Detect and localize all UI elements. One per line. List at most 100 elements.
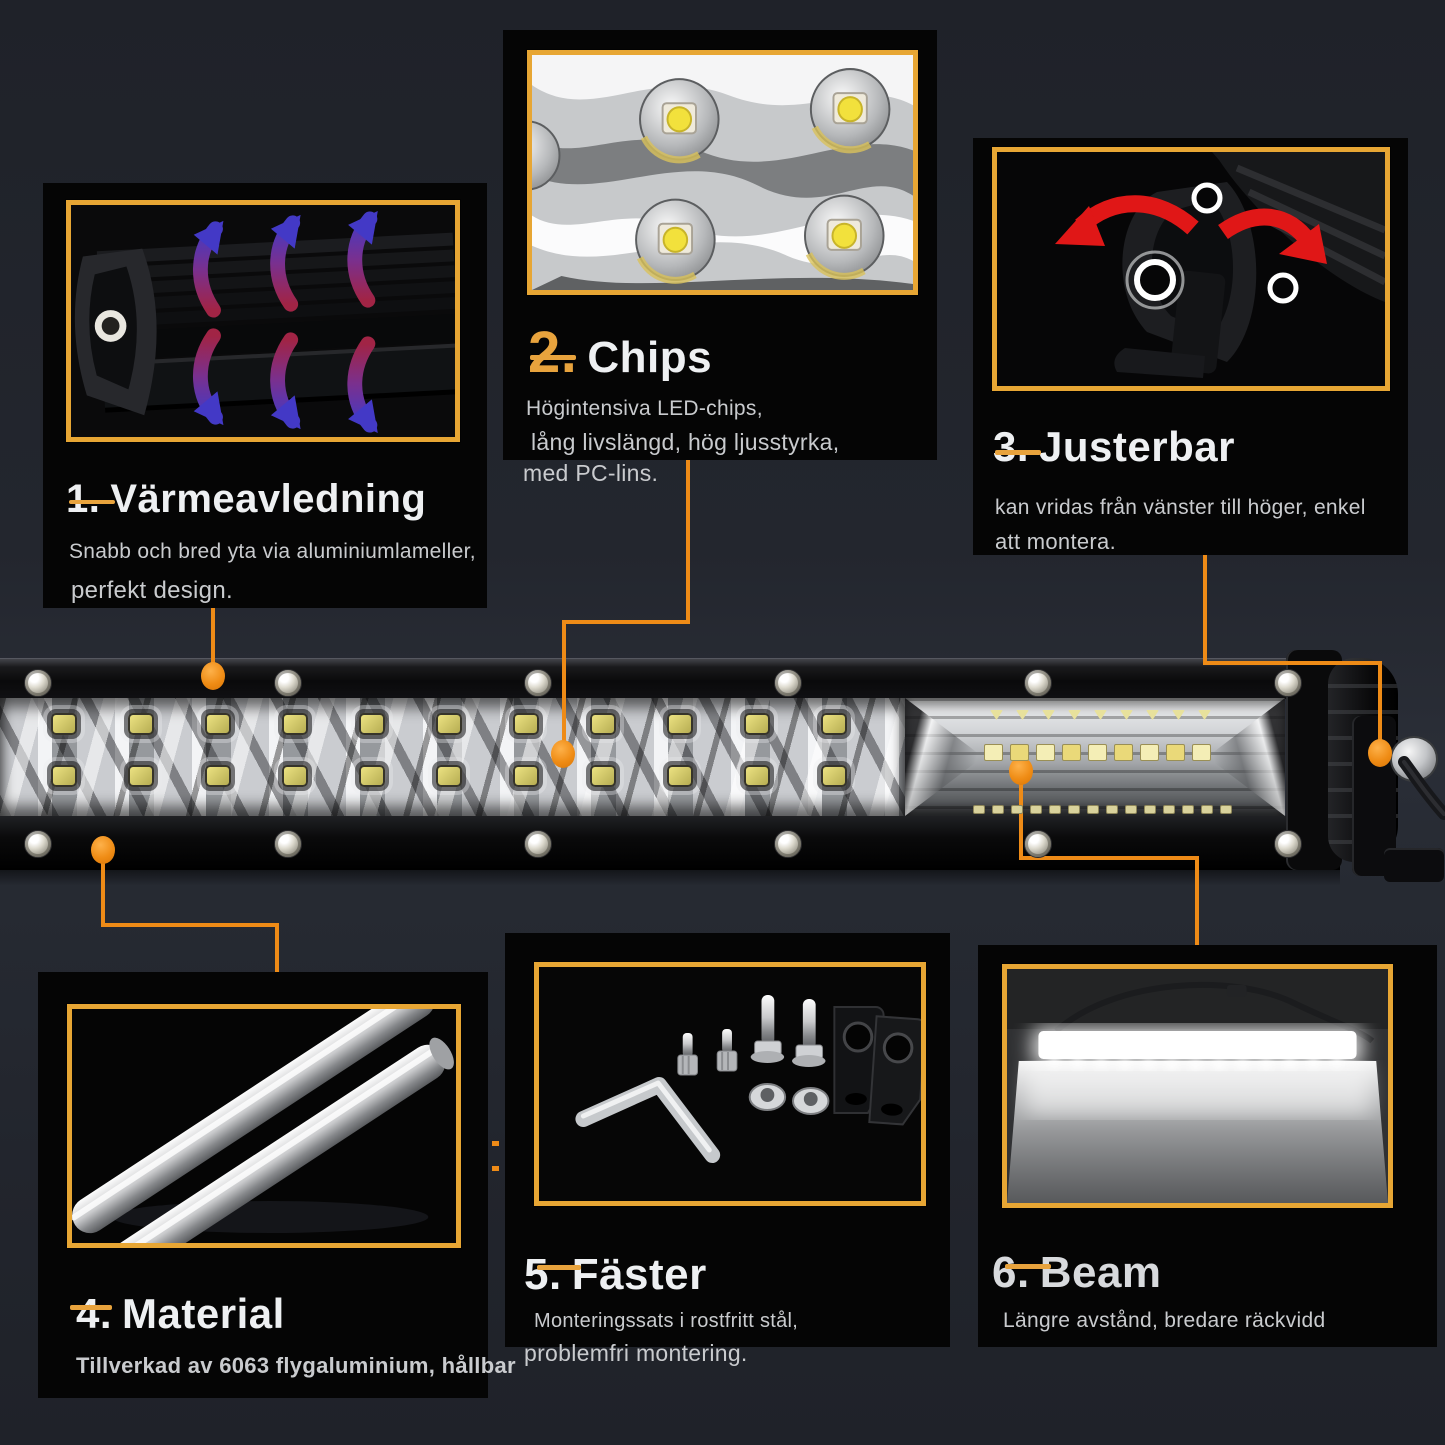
smd-chip-top	[1042, 710, 1055, 720]
smd-chip-top	[1120, 710, 1133, 720]
aluminium-bars-image	[72, 1009, 456, 1243]
frame-screw	[24, 669, 52, 697]
led-chip	[821, 713, 847, 735]
feature-panel-beam: 6. Beam Längre avstånd, bredare räckvidd	[978, 945, 1437, 1347]
connector-line-6c	[1195, 856, 1199, 958]
led-chip	[128, 765, 154, 787]
connector-line-4c	[275, 923, 279, 1009]
smd-chip-bottom	[1163, 805, 1175, 814]
callout-dot-6	[1009, 757, 1033, 785]
panel-number: 5.	[524, 1249, 562, 1299]
panel-title-text: Beam	[1039, 1247, 1162, 1297]
panel-title: 3. Justerbar	[993, 423, 1235, 471]
led-chip	[744, 713, 770, 735]
lightbar-shadow	[0, 870, 1340, 886]
smd-chip-top	[1198, 710, 1211, 720]
led-chip	[590, 765, 616, 787]
power-wire	[1398, 756, 1445, 820]
frame-screw	[1024, 830, 1052, 858]
dashed-connector-top	[466, 1141, 528, 1146]
smd-chip	[1062, 744, 1081, 761]
panel-body-line: Längre avstånd, bredare räckvidd	[1003, 1309, 1326, 1332]
panel-title: 1. Värmeavledning	[66, 477, 426, 522]
panel-body-line: Tillverkad av 6063 flygaluminium, hållba…	[76, 1353, 516, 1378]
led-chip	[513, 765, 539, 787]
dashed-connector-bottom	[466, 1166, 528, 1171]
panel-title-text: Justerbar	[1039, 422, 1235, 470]
frame-screw	[1274, 669, 1302, 697]
led-chip	[51, 765, 77, 787]
adjustable-image-frame	[992, 147, 1390, 391]
panel-number: 6.	[992, 1247, 1030, 1297]
feature-panel-adjustable: 3. Justerbar kan vridas från vänster til…	[973, 138, 1408, 555]
connector-line-6b	[1019, 856, 1199, 860]
mounting-bracket-foot	[1384, 848, 1444, 882]
gold-underline	[995, 450, 1041, 455]
frame-screw	[524, 669, 552, 697]
led-chip	[282, 713, 308, 735]
frame-screw	[24, 830, 52, 858]
smd-chip-bottom	[1106, 805, 1118, 814]
light-beam-image	[1007, 969, 1388, 1203]
panel-number: 2.	[528, 319, 578, 385]
connector-line-2b	[562, 620, 690, 624]
led-chip	[51, 713, 77, 735]
gold-underline	[70, 1305, 112, 1310]
smd-chip-bottom	[1030, 805, 1042, 814]
led-chip	[359, 713, 385, 735]
panel-number: 1.	[66, 477, 100, 522]
smd-chip-top	[1146, 710, 1159, 720]
smd-chip-bottom	[992, 805, 1004, 814]
smd-chip	[1166, 744, 1185, 761]
connector-line-6a	[1019, 778, 1023, 860]
smd-chip-top	[1094, 710, 1107, 720]
panel-body-line: med PC-lins.	[523, 460, 659, 486]
led-chip	[205, 765, 231, 787]
smd-chip	[1192, 744, 1211, 761]
smd-chip	[1010, 744, 1029, 761]
frame-screw	[274, 669, 302, 697]
connector-line-3c	[1378, 661, 1382, 745]
smd-chip-top	[1172, 710, 1185, 720]
feature-panel-mounting: 5. Fäster Monteringssats i rostfritt stå…	[505, 933, 950, 1366]
smd-chip-bottom	[1125, 805, 1137, 814]
frame-screw	[774, 669, 802, 697]
frame-screw	[1024, 669, 1052, 697]
gold-underline	[537, 1265, 581, 1270]
panel-title-text: Chips	[587, 332, 713, 382]
led-chip	[282, 765, 308, 787]
panel-number: 3.	[993, 422, 1030, 470]
panel-body-line: problemfri montering.	[524, 1340, 748, 1366]
panel-body-line: lång livslängd, hög ljusstyrka,	[531, 429, 840, 455]
panel-body-line: Snabb och bred yta via aluminiumlameller…	[69, 540, 476, 563]
frame-screw	[1274, 830, 1302, 858]
connector-line-1	[211, 608, 215, 674]
callout-dot-1	[201, 662, 225, 690]
smd-chip	[984, 744, 1003, 761]
smd-chip-bottom	[1201, 805, 1213, 814]
gold-underline	[1005, 1264, 1051, 1269]
connector-line-4a	[101, 856, 105, 927]
mounting-kit-image	[539, 967, 921, 1201]
connector-line-4b	[101, 923, 279, 927]
gold-underline	[530, 355, 576, 360]
chips-image-frame	[527, 50, 918, 295]
led-chip	[128, 713, 154, 735]
feature-panel-material: 4. Material Tillverkad av 6063 flygalumi…	[38, 972, 516, 1398]
smd-chip	[1036, 744, 1055, 761]
led-chip	[821, 765, 847, 787]
feature-panel-heat: 1. Värmeavledning Snabb och bred yta via…	[43, 183, 487, 608]
smd-chip-bottom	[1049, 805, 1061, 814]
led-chip	[744, 765, 770, 787]
panel-title: 6. Beam	[992, 1248, 1162, 1298]
smd-chip	[1140, 744, 1159, 761]
smd-chip-top	[1016, 710, 1029, 720]
mounting-image-frame	[534, 962, 926, 1206]
led-chip	[436, 713, 462, 735]
panel-number: 4.	[76, 1289, 113, 1337]
adjustable-bracket-image	[997, 152, 1385, 386]
smd-chip-top	[1068, 710, 1081, 720]
smd-chip-bottom	[973, 805, 985, 814]
panel-title-text: Fäster	[571, 1249, 707, 1299]
